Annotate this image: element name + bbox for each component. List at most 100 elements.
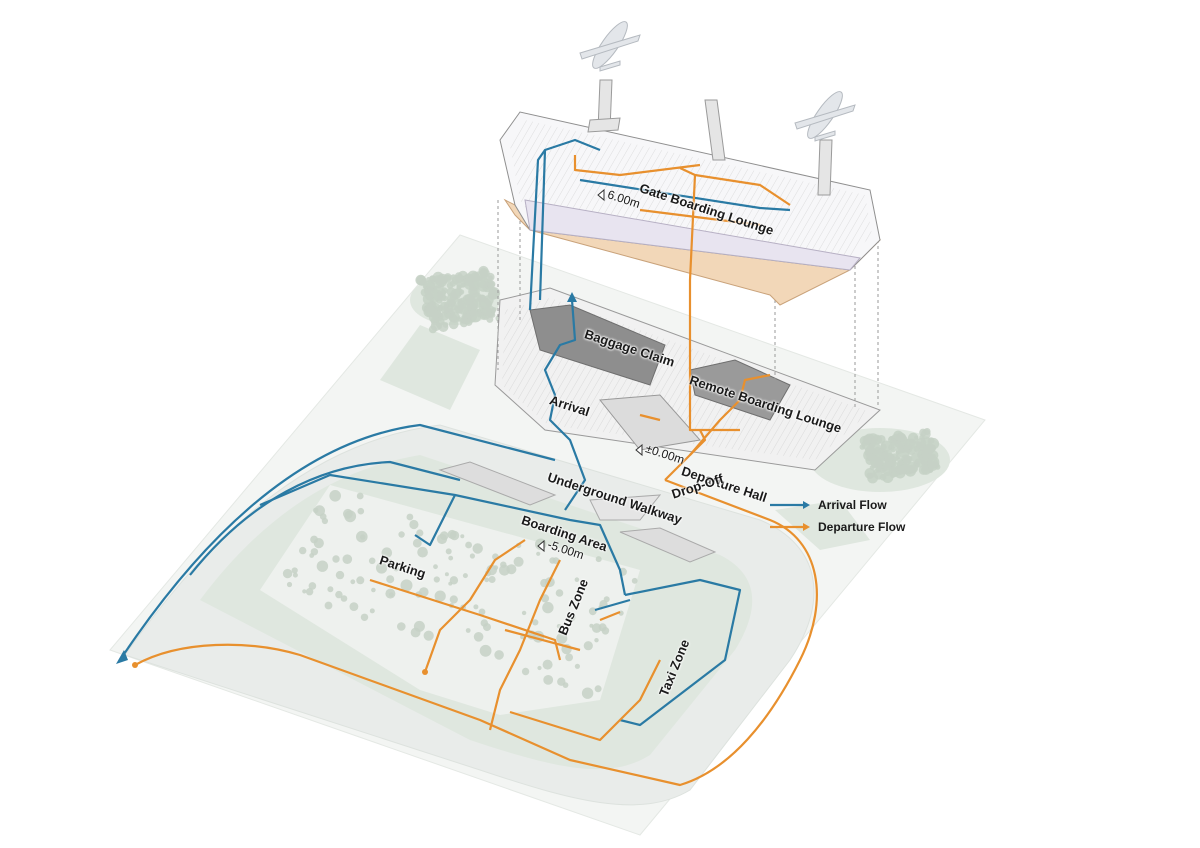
tree — [413, 620, 425, 632]
tree — [897, 465, 907, 475]
tree — [555, 589, 564, 597]
tree — [520, 635, 525, 640]
tree — [927, 461, 937, 470]
tree — [890, 472, 896, 478]
tree — [437, 283, 444, 290]
arrival-flow-arrowheads — [116, 292, 577, 664]
tree — [556, 632, 568, 644]
tree — [449, 595, 458, 604]
tree — [476, 276, 489, 289]
tree — [879, 474, 887, 481]
tree — [381, 547, 393, 558]
tree — [416, 529, 424, 537]
tree — [428, 325, 437, 334]
tree — [446, 282, 454, 289]
tree — [880, 440, 892, 452]
tree — [898, 460, 904, 465]
tree — [882, 461, 892, 471]
tree — [448, 319, 459, 330]
tree — [335, 570, 345, 580]
tree — [340, 595, 348, 602]
tree — [480, 268, 490, 279]
tree — [433, 564, 438, 570]
tree — [465, 628, 471, 633]
tree — [448, 555, 454, 561]
tree — [302, 589, 307, 594]
tree — [581, 687, 594, 699]
tree — [356, 492, 364, 500]
level-markers — [537, 188, 643, 553]
tree — [417, 546, 428, 558]
tree — [412, 538, 422, 548]
tree — [480, 619, 488, 627]
tree — [873, 469, 878, 474]
tree — [434, 590, 446, 602]
tree — [473, 604, 479, 610]
tree — [425, 292, 434, 301]
tree — [595, 556, 602, 563]
tree — [433, 576, 440, 583]
tree — [321, 517, 328, 525]
tree — [342, 554, 353, 564]
tree — [867, 453, 876, 462]
tree — [908, 464, 917, 473]
tree — [895, 445, 904, 454]
tree — [478, 608, 486, 616]
tree — [369, 608, 375, 614]
baggage-claim-roof — [529, 304, 666, 386]
tree — [291, 567, 298, 574]
tree — [918, 465, 929, 475]
tree — [432, 271, 444, 284]
tree — [465, 318, 473, 326]
tree — [286, 581, 293, 588]
tree — [349, 602, 359, 611]
tree — [574, 577, 580, 582]
legend-label-arrival: Arrival Flow — [818, 498, 887, 512]
tree — [488, 576, 496, 583]
tree — [920, 429, 931, 439]
walkway-structure — [619, 527, 717, 563]
tree — [521, 610, 527, 616]
tree — [357, 507, 365, 515]
tree — [466, 306, 472, 311]
tree — [465, 541, 472, 549]
tree — [883, 453, 895, 464]
tree — [308, 582, 317, 590]
tree — [376, 562, 388, 574]
tree — [601, 627, 610, 635]
tree — [470, 311, 482, 323]
tree — [397, 622, 406, 631]
tree — [488, 286, 493, 291]
legend-label-departure: Departure Flow — [818, 520, 906, 534]
tree — [332, 555, 340, 563]
tree — [440, 301, 449, 310]
tree — [454, 274, 464, 284]
tree — [469, 287, 478, 296]
tree — [473, 632, 484, 642]
tree — [491, 309, 496, 314]
tree — [423, 630, 434, 641]
tree — [521, 667, 530, 676]
legend: Arrival Flow Departure Flow — [770, 494, 905, 538]
tree — [310, 535, 318, 544]
tree — [393, 565, 400, 572]
tree — [450, 293, 458, 301]
landscape-island — [380, 325, 480, 410]
departure-flow-nodes — [132, 662, 428, 675]
tree — [536, 551, 541, 556]
departure-hall-block — [599, 394, 701, 451]
tree — [435, 322, 440, 327]
tree — [356, 576, 365, 585]
tree — [324, 601, 333, 610]
tree — [927, 437, 940, 450]
tree — [335, 590, 343, 599]
tree — [406, 513, 414, 521]
tree — [282, 568, 293, 579]
tree — [360, 613, 369, 621]
tree — [591, 623, 602, 633]
tree — [389, 592, 394, 597]
tree — [469, 553, 475, 559]
walkway-structure — [589, 494, 662, 521]
landscape-island — [775, 500, 870, 550]
